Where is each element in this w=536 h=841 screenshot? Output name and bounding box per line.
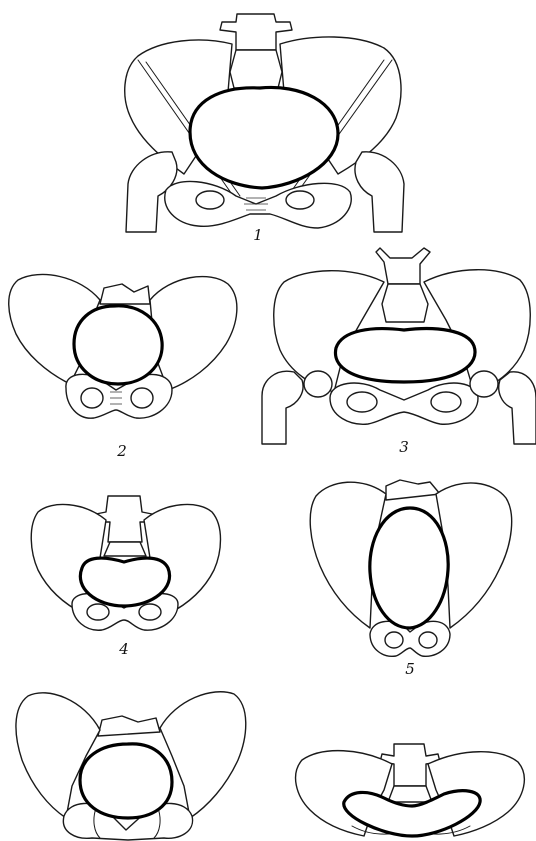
obturator-right-5	[419, 632, 437, 648]
obturator-left-2	[81, 388, 103, 408]
pelvis-figure-7	[296, 744, 525, 836]
obturator-right-1	[286, 191, 314, 209]
obturator-right-2	[131, 388, 153, 408]
acetabulum-right-3	[470, 371, 498, 397]
pelvis-figure-2: 2	[9, 274, 237, 460]
ilium-right-6	[160, 692, 246, 818]
figure-number-4: 4	[118, 640, 129, 658]
ilium-right-2	[150, 277, 237, 390]
femur-left-3	[262, 371, 303, 444]
obturator-left-3	[347, 392, 377, 412]
pelvis-figure-1: 1	[125, 14, 404, 244]
pelvic-inlet-4	[80, 558, 169, 606]
femur-right-1	[355, 152, 404, 232]
sacrum-7	[388, 786, 432, 802]
pelvic-inlet-6	[80, 744, 172, 818]
vertebra-3	[376, 248, 430, 284]
pelvic-inlet-3	[335, 329, 475, 382]
obturator-left-1	[196, 191, 224, 209]
obturator-left-5	[385, 632, 403, 648]
obturator-right-4	[139, 604, 161, 620]
sacrum-6	[98, 716, 160, 736]
figure-number-2: 2	[116, 442, 127, 460]
sacrum-3	[382, 284, 428, 322]
femur-right-3	[499, 372, 536, 444]
pelvis-figure-5: 5	[310, 480, 511, 678]
obturator-right-3	[431, 392, 461, 412]
acetabulum-left-3	[304, 371, 332, 397]
sacrum-2	[100, 284, 150, 304]
pelvic-inlet-5	[370, 508, 448, 628]
sacrum-4	[104, 542, 146, 556]
pelvis-figure-3: 3	[262, 248, 536, 456]
pelvis-figure-4: 4	[31, 496, 220, 658]
obturator-left-4	[87, 604, 109, 620]
sacrum-5	[386, 480, 440, 500]
pelvic-inlet-1	[190, 87, 338, 188]
pelvis-figure-6	[16, 692, 246, 840]
sacrum-1	[230, 50, 282, 88]
figure-number-5: 5	[405, 660, 415, 678]
figure-number-3: 3	[399, 438, 409, 456]
pelvic-inlet-2	[74, 306, 162, 384]
figure-number-1: 1	[253, 226, 263, 244]
